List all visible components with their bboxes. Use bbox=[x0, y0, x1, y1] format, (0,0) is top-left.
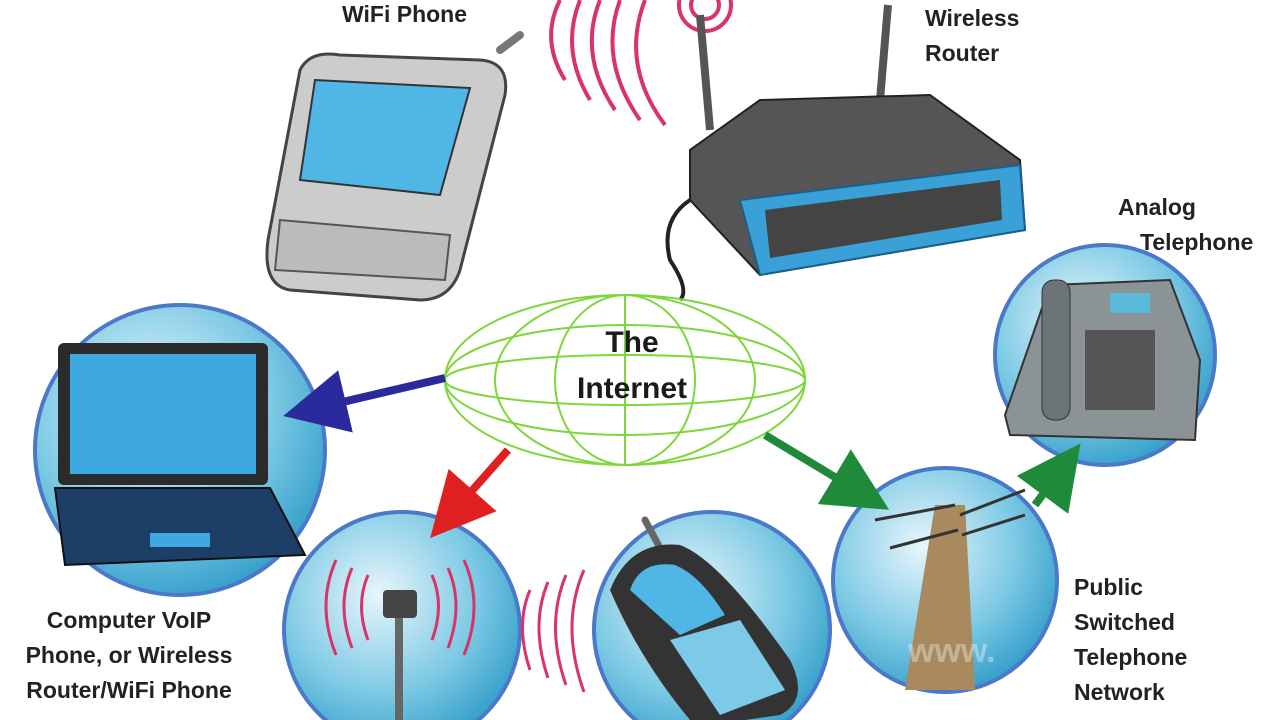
analog-telephone-icon bbox=[1003, 278, 1202, 442]
computer-label: Computer VoIP Phone, or Wireless Router/… bbox=[0, 603, 258, 708]
internet-label: The Internet bbox=[532, 320, 732, 412]
arrow-to-analog-phone bbox=[1016, 443, 1081, 514]
wireless-router-label-line: Router bbox=[925, 40, 1000, 66]
wifi-phone-label: WiFi Phone bbox=[342, 1, 468, 27]
wireless-router-label: Wireless Router bbox=[925, 1, 1019, 71]
watermark: www. bbox=[908, 632, 996, 670]
wireless-router-icon bbox=[665, 4, 1027, 302]
internet-label-line: The bbox=[605, 326, 659, 359]
pstn-label: Public Switched Telephone Network bbox=[1074, 570, 1187, 710]
arrow-to-pstn bbox=[762, 431, 890, 510]
arrow-to-tower bbox=[430, 447, 511, 538]
computer-label-line: Phone, or Wireless bbox=[25, 642, 233, 668]
laptop-icon bbox=[53, 343, 307, 567]
pstn-label-line: Switched bbox=[1074, 609, 1175, 635]
pstn-label-line: Public bbox=[1074, 574, 1144, 600]
pstn-label-line: Network bbox=[1074, 679, 1165, 705]
wifi-phone-icon bbox=[265, 31, 524, 302]
computer-label-line: Router/WiFi Phone bbox=[26, 677, 232, 703]
analog-telephone-label-line: Analog bbox=[1118, 194, 1196, 220]
analog-telephone-label: Analog Telephone bbox=[1118, 190, 1253, 260]
analog-telephone-label-line: Telephone bbox=[1140, 229, 1254, 255]
computer-label-line: Computer VoIP bbox=[46, 607, 212, 633]
arrow-to-computer bbox=[283, 370, 446, 433]
connection-arrows bbox=[283, 370, 1081, 538]
cell-tower-icon bbox=[324, 559, 586, 720]
cell-phone-icon bbox=[610, 516, 798, 720]
internet-label-line: Internet bbox=[576, 372, 687, 405]
wireless-router-label-line: Wireless bbox=[925, 5, 1020, 31]
pstn-label-line: Telephone bbox=[1074, 644, 1188, 670]
telephone-pole-icon bbox=[874, 488, 1026, 690]
